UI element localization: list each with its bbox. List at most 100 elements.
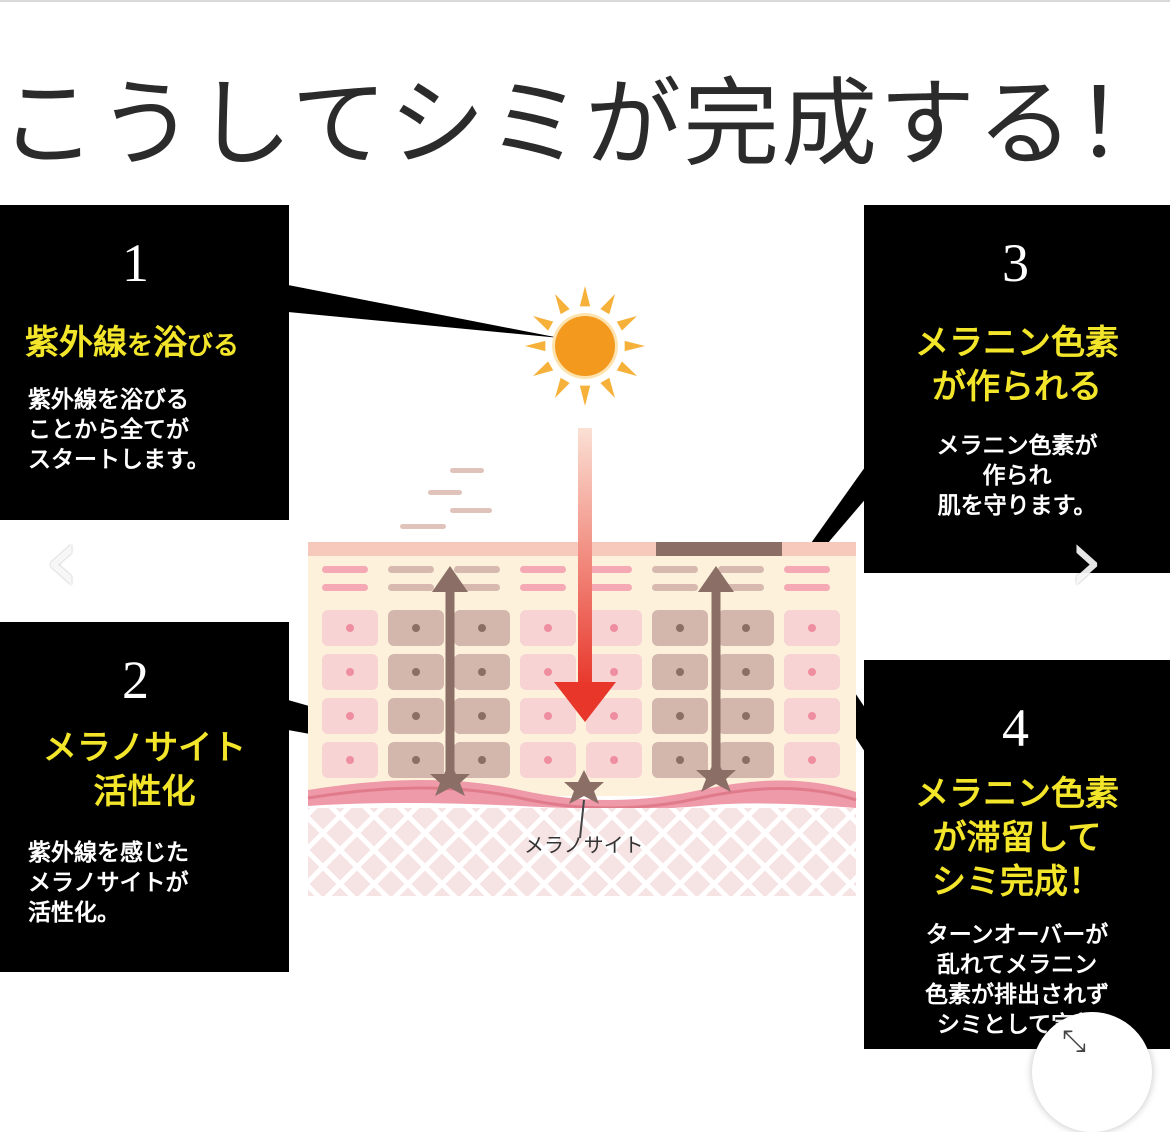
sun-ray	[616, 361, 637, 376]
step-2-desc-line: メラノサイトが	[28, 869, 189, 896]
cell-nucleus	[742, 668, 750, 676]
step-2-desc-line: 活性化。	[28, 899, 120, 926]
cell-nucleus	[676, 712, 684, 720]
step-4-desc-line: 乱れてメラニン	[936, 951, 1098, 978]
cell-nucleus	[412, 624, 420, 632]
cell-nucleus	[610, 624, 618, 632]
cell-nucleus	[412, 668, 420, 676]
cell-nucleus	[478, 668, 486, 676]
cell-nucleus	[478, 756, 486, 764]
expand-icon: ⤡	[1062, 1024, 1086, 1059]
melanin-arrows	[432, 566, 734, 780]
pointer-1	[288, 285, 560, 338]
step-2-box: 2 メラノサイト 活性化 紫外線を感じた メラノサイトが 活性化。	[0, 622, 289, 972]
step-1-desc-line: ことから全てが	[28, 416, 189, 443]
sun-icon	[525, 286, 645, 406]
cell-nucleus	[742, 756, 750, 764]
step-4-box: 4 メラニン色素 が滞留して シミ完成！ ターンオーバーが 乱れてメラニン 色素…	[864, 660, 1170, 1049]
stratum-cell	[586, 584, 632, 591]
step-1-heading-main: 紫外線	[25, 323, 127, 363]
step-4-heading-line: メラニン色素	[915, 774, 1119, 814]
skin-diagram	[288, 285, 900, 896]
cell-nucleus	[544, 756, 552, 764]
step-2-heading: メラノサイト 活性化	[0, 726, 289, 814]
stratum-cell	[322, 566, 368, 573]
step-4-number: 4	[1002, 698, 1029, 758]
sun-ray	[579, 385, 591, 406]
sun-ray	[616, 316, 637, 331]
step-3-box: 3 メラニン色素 が作られる メラニン色素が 作られ 肌を守ります。	[864, 205, 1170, 573]
step-3-number: 3	[1002, 233, 1029, 293]
step-1-number: 1	[122, 233, 149, 293]
sun-ray	[555, 377, 570, 398]
sun-ray	[533, 361, 554, 376]
step-2-heading-line: メラノサイト	[42, 728, 247, 768]
stratum-cell	[652, 566, 698, 573]
cell-nucleus	[676, 624, 684, 632]
sun-ray	[555, 294, 570, 315]
step-3-heading: メラニン色素 が作られる	[864, 321, 1170, 409]
sun-ray	[600, 377, 615, 398]
stratum-cell	[520, 566, 566, 573]
step-3-desc-line: メラニン色素が	[936, 432, 1098, 459]
cell-nucleus	[544, 668, 552, 676]
cell-nucleus	[742, 712, 750, 720]
cell-nucleus	[412, 756, 420, 764]
cell-nucleus	[412, 712, 420, 720]
stratum-cell	[652, 584, 698, 591]
step-3-description: メラニン色素が 作られ 肌を守ります。	[864, 431, 1170, 521]
step-4-desc-line: 色素が排出されず	[925, 981, 1109, 1008]
chevron-right-icon[interactable]: ›	[1068, 508, 1104, 613]
stratum-cell	[388, 584, 434, 591]
step-1-heading-tail: 浴	[153, 323, 188, 363]
melanocyte-leader	[579, 799, 585, 839]
stratum-cell	[388, 566, 434, 573]
page-title: こうしてシミが完成する！	[0, 68, 1170, 180]
step-3-heading-line: が作られる	[932, 367, 1102, 407]
cell-nucleus	[346, 712, 354, 720]
cell-nucleus	[544, 712, 552, 720]
cell-nucleus	[808, 712, 816, 720]
step-1-heading-tail2: びる	[187, 331, 240, 361]
sun-ray	[525, 340, 546, 352]
melanocyte-label: メラノサイト	[524, 833, 644, 857]
cell-nucleus	[676, 756, 684, 764]
stratum-cell	[784, 584, 830, 591]
sun-ray	[600, 294, 615, 315]
step-4-heading-line: が滞留して	[932, 818, 1102, 858]
step-3-desc-line: 作られ	[982, 462, 1052, 489]
top-border	[0, 0, 1170, 2]
step-1-desc-line: 紫外線を浴びる	[28, 386, 189, 413]
step-3-heading-line: メラニン色素	[915, 323, 1119, 363]
chevron-left-icon[interactable]: ‹	[44, 508, 80, 613]
cell-nucleus	[676, 668, 684, 676]
cell-nucleus	[610, 712, 618, 720]
stratum-cell	[520, 584, 566, 591]
cell-nucleus	[346, 624, 354, 632]
step-1-heading-small: を	[127, 331, 154, 361]
cell-nucleus	[808, 668, 816, 676]
step-1-heading: 紫外線を浴びる	[25, 321, 239, 368]
step-1-desc-line: スタートします。	[28, 446, 210, 473]
cell-nucleus	[610, 756, 618, 764]
step-3-desc-line: 肌を守ります。	[937, 492, 1097, 519]
cell-nucleus	[742, 624, 750, 632]
cell-nucleus	[808, 756, 816, 764]
step-2-heading-line: 活性化	[93, 772, 196, 812]
stratum-cell	[586, 566, 632, 573]
sun-ray	[579, 286, 591, 307]
step-2-number: 2	[122, 650, 149, 710]
skin-cells	[322, 566, 840, 778]
cell-nucleus	[346, 756, 354, 764]
sun-ray	[533, 316, 554, 331]
step-2-description: 紫外線を感じた メラノサイトが 活性化。	[28, 838, 189, 928]
expand-button[interactable]: ⤡	[1032, 1012, 1152, 1132]
step-1-description: 紫外線を浴びる ことから全てが スタートします。	[28, 385, 210, 475]
sun-ray	[624, 340, 645, 352]
stratum-cell	[784, 566, 830, 573]
stratum-cell	[718, 566, 764, 573]
cell-nucleus	[544, 624, 552, 632]
cell-nucleus	[478, 712, 486, 720]
sun-core	[555, 316, 615, 376]
stratum-cell	[322, 584, 368, 591]
